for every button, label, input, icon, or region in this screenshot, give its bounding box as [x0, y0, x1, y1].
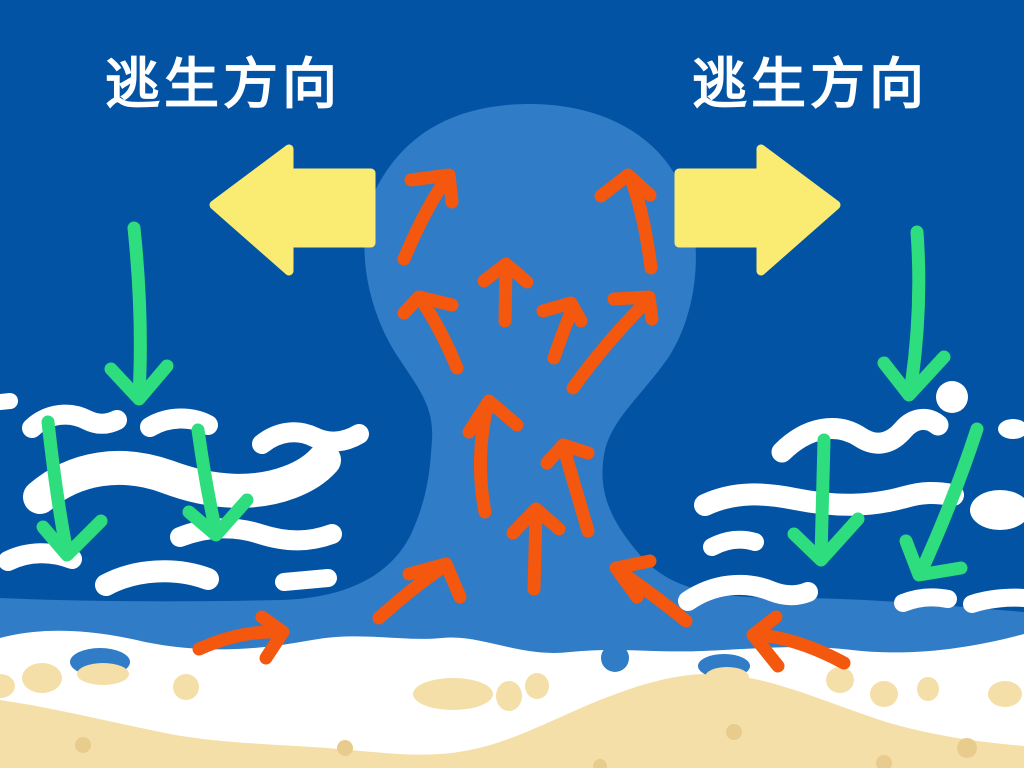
sand-spot — [593, 759, 607, 768]
escape-arrow-right — [674, 144, 841, 276]
sand-spot — [876, 755, 892, 768]
rip-flow-arrow — [192, 610, 290, 665]
rip-flow-arrow — [462, 394, 524, 519]
sand-island — [917, 677, 939, 701]
rip-flow-arrow — [594, 168, 658, 275]
wave-push-arrow — [36, 415, 108, 562]
escape-direction-label-right: 逃生方向 — [692, 52, 928, 116]
wave-foam-line — [894, 588, 957, 612]
rip-flow-arrow — [566, 290, 659, 395]
right-breaking-waves — [678, 381, 1024, 613]
wave-foam-line — [703, 530, 764, 556]
wave-foam-line — [95, 560, 219, 596]
sand-island — [173, 674, 199, 700]
sand-island — [525, 673, 549, 699]
wave-push-arrow — [182, 423, 254, 542]
sand-island — [22, 663, 62, 693]
rip-flow-arrow — [397, 168, 459, 266]
wave-foam-line — [963, 588, 1024, 613]
wave-push-arrows — [36, 221, 984, 582]
wave-foam-line — [140, 408, 218, 437]
escape-direction-label-left: 逃生方向 — [105, 52, 341, 116]
wave-push-arrow — [877, 225, 951, 402]
left-breaking-waves — [0, 393, 369, 596]
sand-island — [988, 681, 1022, 707]
sand-spot — [957, 738, 977, 758]
rip-flow-arrows — [192, 168, 851, 673]
wave-foam-blob — [970, 490, 1024, 530]
wave-push-arrow — [104, 221, 174, 406]
wave-foam-line — [252, 422, 369, 454]
sand-island — [826, 667, 854, 693]
rip-flow-arrow — [746, 610, 851, 673]
wave-foam-line — [694, 481, 964, 516]
sand-island — [870, 681, 898, 707]
rip-flow-arrow — [536, 296, 588, 365]
sand-island — [413, 678, 493, 710]
beach-sand — [0, 673, 1024, 768]
sand-spot — [337, 740, 353, 756]
wave-foam-line — [0, 393, 18, 410]
rip-flow-arrow — [372, 557, 467, 625]
wave-foam-line — [275, 569, 337, 591]
sand-spot — [75, 737, 91, 753]
wave-push-arrow — [787, 433, 865, 567]
wave-foam-blob — [936, 381, 968, 413]
sand-island — [705, 667, 749, 687]
sand-island — [77, 663, 129, 685]
sand-island — [496, 681, 522, 711]
wave-push-arrow — [899, 422, 984, 582]
wave-foam-line — [771, 408, 949, 463]
rip-flow-arrow — [397, 290, 464, 375]
escape-arrow-left — [209, 144, 376, 276]
rip-flow-arrow — [506, 502, 566, 596]
foam-puddles-and-sand-islands — [0, 644, 1022, 711]
wave-foam-blob — [998, 419, 1024, 439]
rip-current-column — [0, 104, 1024, 768]
sand-spot — [726, 724, 742, 740]
wave-foam-line — [678, 574, 818, 611]
rip-flow-arrow — [540, 438, 595, 538]
rip-flow-arrow — [609, 554, 693, 628]
water-puddle — [601, 644, 629, 672]
sand-island — [0, 674, 15, 698]
rip-flow-arrow — [477, 257, 534, 328]
sand-spots — [75, 724, 977, 768]
